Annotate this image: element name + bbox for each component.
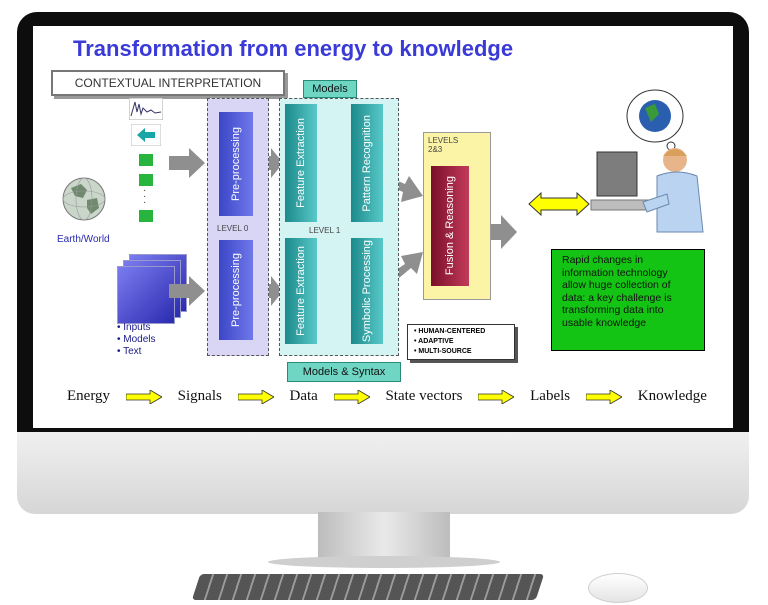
inputs-list: • Inputs • Models • Text (117, 322, 156, 358)
preprocessing-label: Pre-processing (230, 127, 242, 201)
globe-icon (62, 177, 106, 221)
chain-step: Data (289, 388, 318, 404)
yellow-arrow-icon (333, 389, 370, 404)
monitor-stand (318, 512, 450, 562)
inputs-list-item: • Inputs (117, 322, 151, 333)
symbolic-processing-label: Symbolic Processing (361, 239, 373, 343)
yellow-arrow-icon (585, 389, 622, 404)
screen-slide: Transformation from energy to knowledge … (33, 26, 733, 428)
inputs-list-item: • Models (117, 334, 156, 345)
pattern-recognition-label: Pattern Recognition (361, 114, 373, 212)
pattern-recognition-block: Pattern Recognition (351, 104, 383, 222)
features-box: • HUMAN-CENTERED • ADAPTIVE • MULTI-SOUR… (407, 324, 515, 360)
symbolic-processing-block: Symbolic Processing (351, 238, 383, 344)
models-syntax-tag: Models & Syntax (287, 362, 401, 382)
feature-extraction-block: Feature Extraction (285, 104, 317, 222)
energy-knowledge-chain: Energy Signals Data State vectors Labels… (67, 388, 707, 405)
signal-square-icon (139, 174, 153, 186)
earth-world-label: Earth/World (57, 234, 110, 245)
waveform-icon (129, 98, 163, 120)
monitor-chin (17, 432, 749, 514)
keyboard (191, 574, 545, 600)
feature-extraction-label: Feature Extraction (295, 246, 307, 336)
models-tag: Models (303, 80, 357, 98)
preprocessing-label: Pre-processing (230, 253, 242, 327)
slide-title: Transformation from energy to knowledge (73, 36, 514, 61)
contextual-interpretation-label: CONTEXTUAL INTERPRETATION (51, 70, 285, 96)
yellow-arrow-icon (125, 389, 162, 404)
signal-square-icon (139, 210, 153, 222)
level1-label: LEVEL 1 (309, 226, 341, 235)
preprocessing-block: Pre-processing (219, 240, 253, 340)
arrow-left-icon (131, 124, 161, 146)
features-item: • ADAPTIVE (414, 338, 454, 345)
yellow-arrow-icon (237, 389, 274, 404)
yellow-arrow-icon (478, 389, 515, 404)
chain-step: Labels (530, 388, 571, 404)
chain-step: Signals (177, 388, 222, 404)
level0-label: LEVEL 0 (217, 224, 249, 233)
note-box: Rapid changes in information technology … (551, 249, 705, 351)
feature-extraction-block: Feature Extraction (285, 238, 317, 344)
fusion-reasoning-label: Fusion & Reasoning (444, 176, 456, 276)
ellipsis-icon: ··· (143, 185, 147, 208)
features-item: • MULTI-SOURCE (414, 348, 472, 355)
features-item: • HUMAN-CENTERED (414, 328, 486, 335)
feature-extraction-label: Feature Extraction (295, 118, 307, 208)
chain-step: Knowledge (637, 388, 707, 404)
levels23-label: LEVELS 2&3 (428, 136, 459, 154)
signal-square-icon (139, 154, 153, 166)
preprocessing-block: Pre-processing (219, 112, 253, 216)
mouse (588, 573, 648, 603)
monitor-base (268, 556, 500, 568)
inputs-list-item: • Text (117, 346, 142, 357)
chain-step: State vectors (385, 388, 463, 404)
analyst-at-computer-icon (590, 148, 704, 233)
fusion-reasoning-block: Fusion & Reasoning (431, 166, 469, 286)
chain-step: Energy (67, 388, 111, 404)
